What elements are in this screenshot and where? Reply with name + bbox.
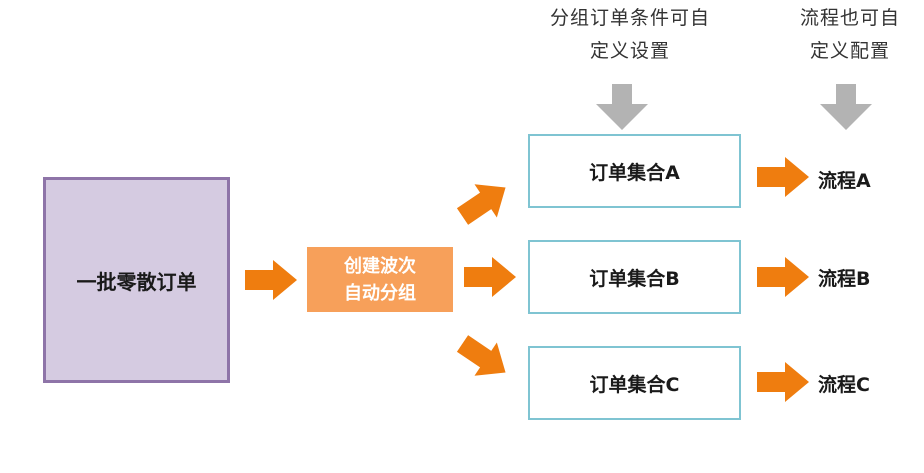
flow-custom-note-line-2: 定义配置	[809, 40, 890, 62]
flow-b-label: 流程B	[818, 268, 871, 290]
group-condition-note: 分组订单条件可自 定义设置	[525, 2, 735, 68]
down-arrow-icon	[820, 84, 872, 130]
flow-c-label: 流程C	[818, 374, 870, 396]
arrow-right-icon	[245, 260, 297, 300]
flow-a-label: 流程A	[818, 170, 871, 192]
order-set-b: 订单集合B	[528, 240, 741, 314]
arrow-up-right-icon	[456, 184, 506, 225]
arrow-right-icon	[464, 257, 516, 297]
order-set-b-label: 订单集合B	[589, 267, 680, 290]
arrow-right-icon	[757, 257, 809, 297]
flow-custom-note: 流程也可自 定义配置	[780, 2, 920, 68]
order-set-c-label: 订单集合C	[589, 373, 680, 396]
group-condition-note-line-1: 分组订单条件可自	[549, 7, 710, 29]
source-orders-label: 一批零散订单	[76, 269, 197, 294]
order-set-a: 订单集合A	[528, 134, 741, 208]
source-orders-box: 一批零散订单	[43, 177, 230, 383]
arrow-down-right-icon	[456, 335, 506, 376]
create-wave-box: 创建波次 自动分组	[307, 247, 453, 312]
down-arrow-icon	[596, 84, 648, 130]
arrow-right-icon	[757, 157, 809, 197]
arrow-right-icon	[757, 362, 809, 402]
order-set-c: 订单集合C	[528, 346, 741, 420]
order-set-a-label: 订单集合A	[589, 161, 680, 184]
create-wave-line-1: 创建波次	[344, 255, 416, 277]
flow-custom-note-line-1: 流程也可自	[799, 7, 900, 29]
create-wave-line-2: 自动分组	[344, 282, 416, 304]
group-condition-note-line-2: 定义设置	[589, 40, 670, 62]
